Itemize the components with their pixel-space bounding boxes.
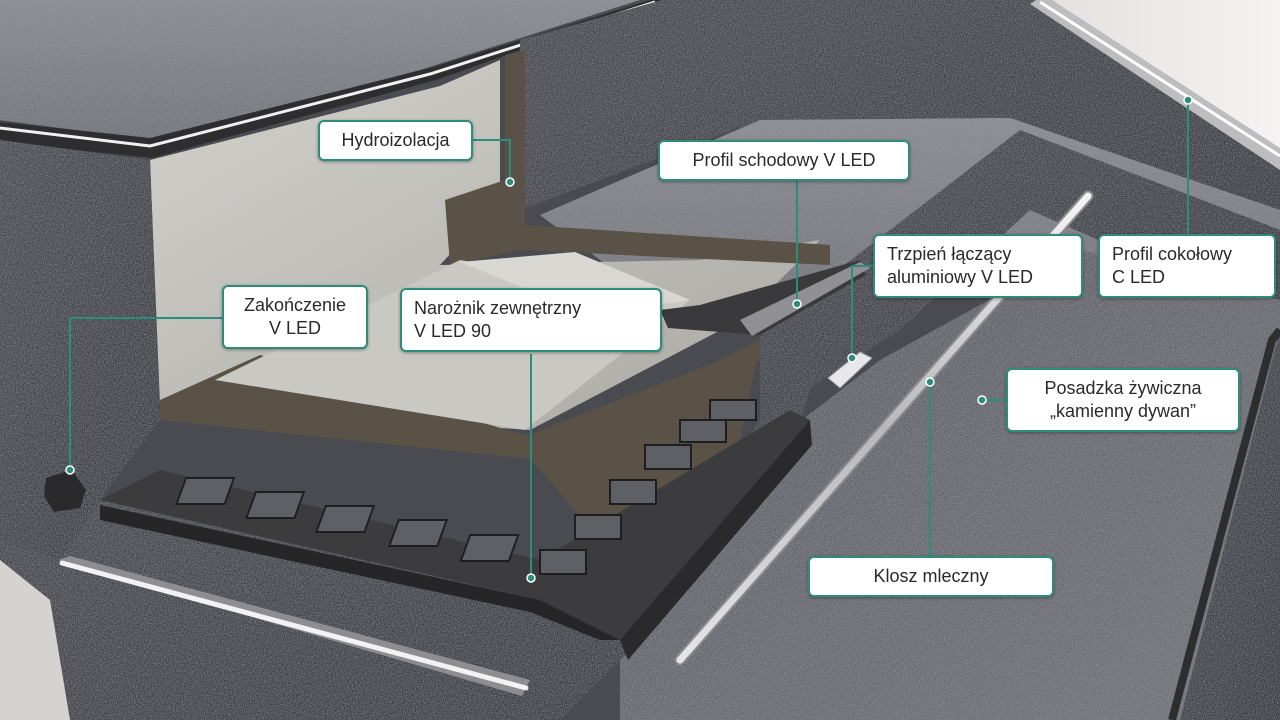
- skirting-led: [1039, 0, 1280, 158]
- label-trzpien-line-2: aluminiowy V LED: [887, 267, 1034, 287]
- label-naroznik-line-2: V LED 90: [414, 321, 492, 341]
- lower-left-wall: [0, 560, 70, 720]
- label-profil-cokolowy-line-1: Profil cokołowy: [1112, 244, 1233, 264]
- label-profil-schodowy-line-1: Profil schodowy V LED: [692, 150, 876, 170]
- right-lower-riser: [1180, 330, 1280, 720]
- label-posadzka-line-2: „kamienny dywan”: [1049, 401, 1197, 421]
- label-naroznik-line-1: Narożnik zewnętrzny: [414, 298, 582, 318]
- waterproofing-layer: [160, 50, 830, 540]
- bottom-led-profile: [58, 556, 530, 696]
- label-zakonczenie: Zakończenie V LED: [222, 285, 368, 349]
- label-trzpien: Trzpień łączący aluminiowy V LED: [873, 234, 1083, 298]
- front-riser: [0, 360, 820, 720]
- stair-profile-v-led: [660, 260, 870, 336]
- leader-lines: [65, 95, 1193, 583]
- label-naroznik: Narożnik zewnętrzny V LED 90: [400, 288, 662, 352]
- middle-riser: [760, 130, 1280, 420]
- lower-floor: [620, 250, 1280, 720]
- upper-nosing-profile: [0, 0, 662, 158]
- left-riser: [0, 140, 160, 560]
- label-hydroizolacja: Hydroizolacja: [318, 120, 473, 161]
- label-hydroizolacja-line-1: Hydroizolacja: [341, 130, 450, 150]
- label-zakonczenie-line-1: Zakończenie: [243, 295, 347, 315]
- upper-tread: [0, 0, 640, 140]
- corner-profile-v-led-90: [100, 399, 812, 660]
- skirting-profile: [1030, 0, 1280, 170]
- label-klosz-line-1: Klosz mleczny: [873, 566, 989, 586]
- label-profil-schodowy: Profil schodowy V LED: [658, 140, 910, 181]
- label-posadzka: Posadzka żywiczna „kamienny dywan”: [1006, 368, 1240, 432]
- label-trzpien-line-1: Trzpień łączący: [887, 244, 1012, 264]
- label-profil-cokolowy-line-2: C LED: [1112, 267, 1166, 287]
- label-profil-cokolowy: Profil cokołowy C LED: [1098, 234, 1276, 298]
- right-nosing-profile: [1168, 327, 1280, 720]
- end-cap: [44, 470, 86, 512]
- label-zakonczenie-line-2: V LED: [268, 318, 322, 338]
- label-posadzka-line-1: Posadzka żywiczna: [1044, 378, 1202, 398]
- label-klosz: Klosz mleczny: [808, 556, 1054, 597]
